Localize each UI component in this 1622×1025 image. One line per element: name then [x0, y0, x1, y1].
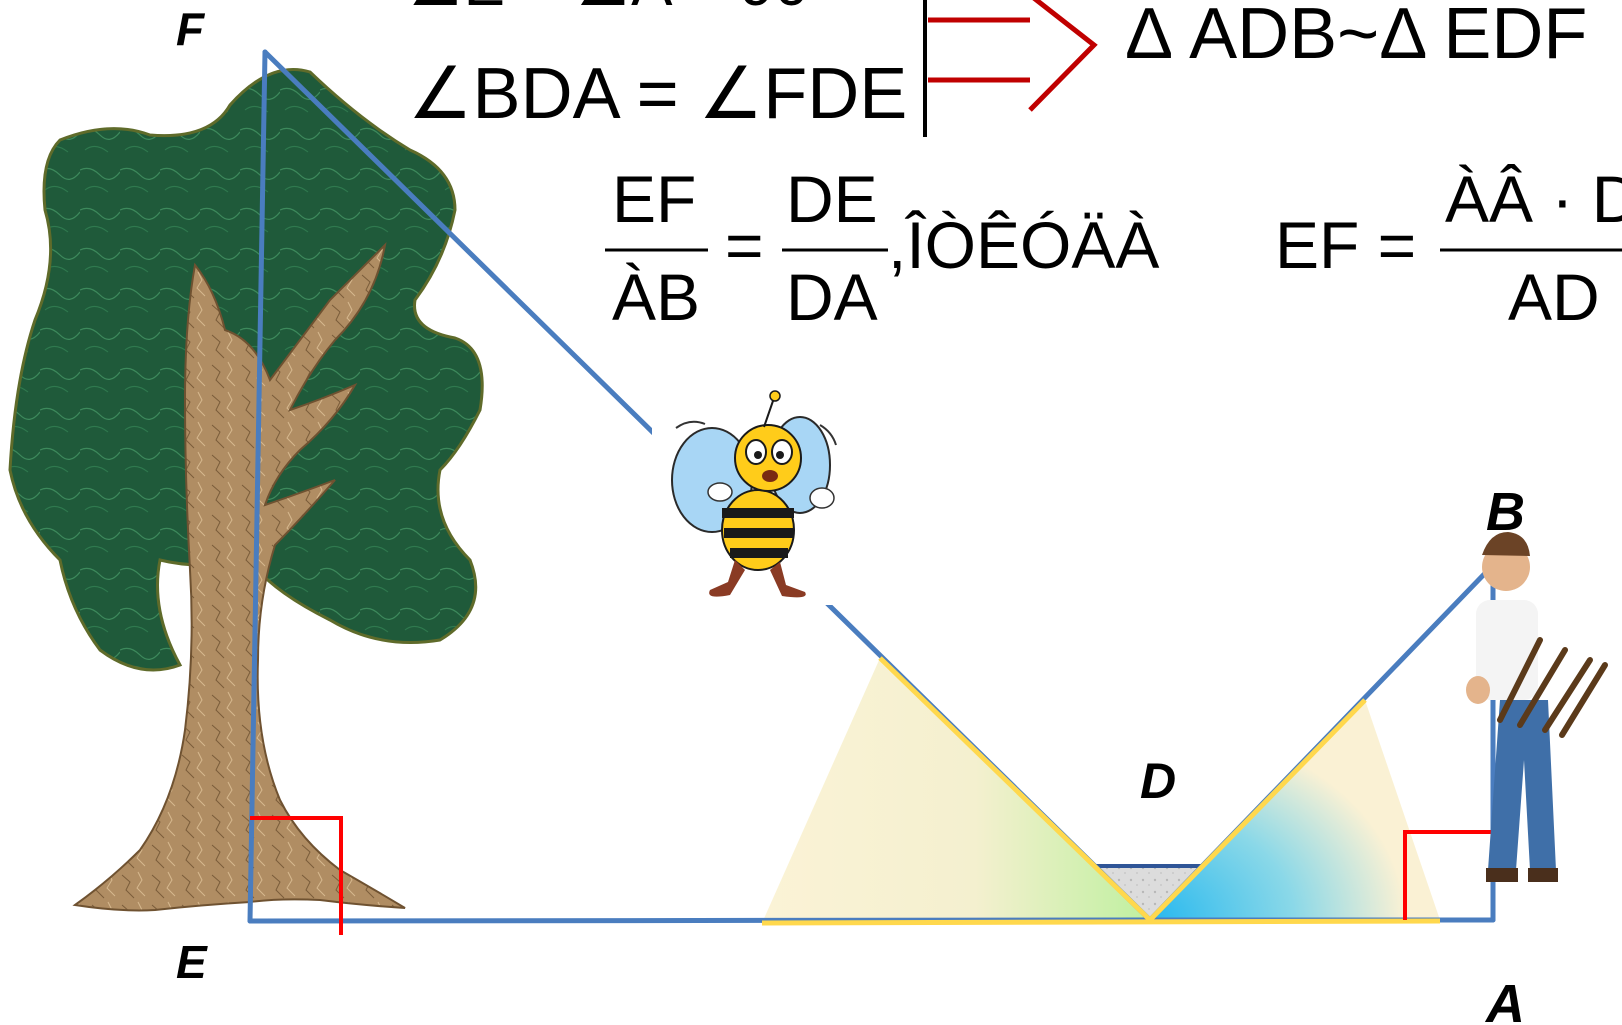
header-equations: ∠E = ∠A = 90° ∠BDA = ∠FDE Δ ADB~Δ EDF: [408, 0, 1587, 137]
svg-text:=: =: [725, 208, 764, 282]
implication-arrow-icon: [928, 0, 1098, 112]
tree-icon: [8, 67, 484, 912]
angle-equality-e-a: ∠E = ∠A = 90°: [408, 0, 834, 19]
angle-equality-bda-fde: ∠BDA = ∠FDE: [408, 54, 907, 134]
light-beam-right: [1150, 700, 1440, 920]
fraction-right-numerator: DE: [786, 162, 878, 236]
fraction-left-denominator: ÀB: [612, 260, 700, 334]
light-beam-left: [762, 658, 1150, 923]
label-point-b: B: [1486, 482, 1525, 542]
label-point-e: E: [176, 936, 208, 988]
light-rays: [761, 656, 1441, 926]
fraction-left-numerator: EF: [612, 162, 696, 236]
side-ef: [247, 49, 268, 924]
right-angle-a: [1403, 830, 1515, 920]
result-numerator: ÀÂ · DE: [1445, 162, 1622, 236]
proportion-suffix: ,ÎÒÊÓÄÀ: [888, 208, 1159, 282]
fraction-right-denominator: DA: [786, 260, 878, 334]
label-point-a: A: [1484, 974, 1525, 1025]
result-denominator: AD: [1508, 260, 1600, 334]
result-lhs: EF =: [1275, 208, 1416, 282]
similarity-conclusion: Δ ADB~Δ EDF: [1125, 0, 1587, 74]
right-angle-e: [250, 816, 343, 935]
label-point-f: F: [176, 3, 206, 55]
label-point-d: D: [1140, 753, 1176, 809]
tree-trunk: [72, 242, 406, 912]
proportion-equation: EF ÀB = DE DA ,ÎÒÊÓÄÀ EF = ÀÂ · DE AD: [605, 162, 1622, 334]
bee-icon: [652, 390, 842, 605]
person-icon: [1466, 532, 1608, 882]
